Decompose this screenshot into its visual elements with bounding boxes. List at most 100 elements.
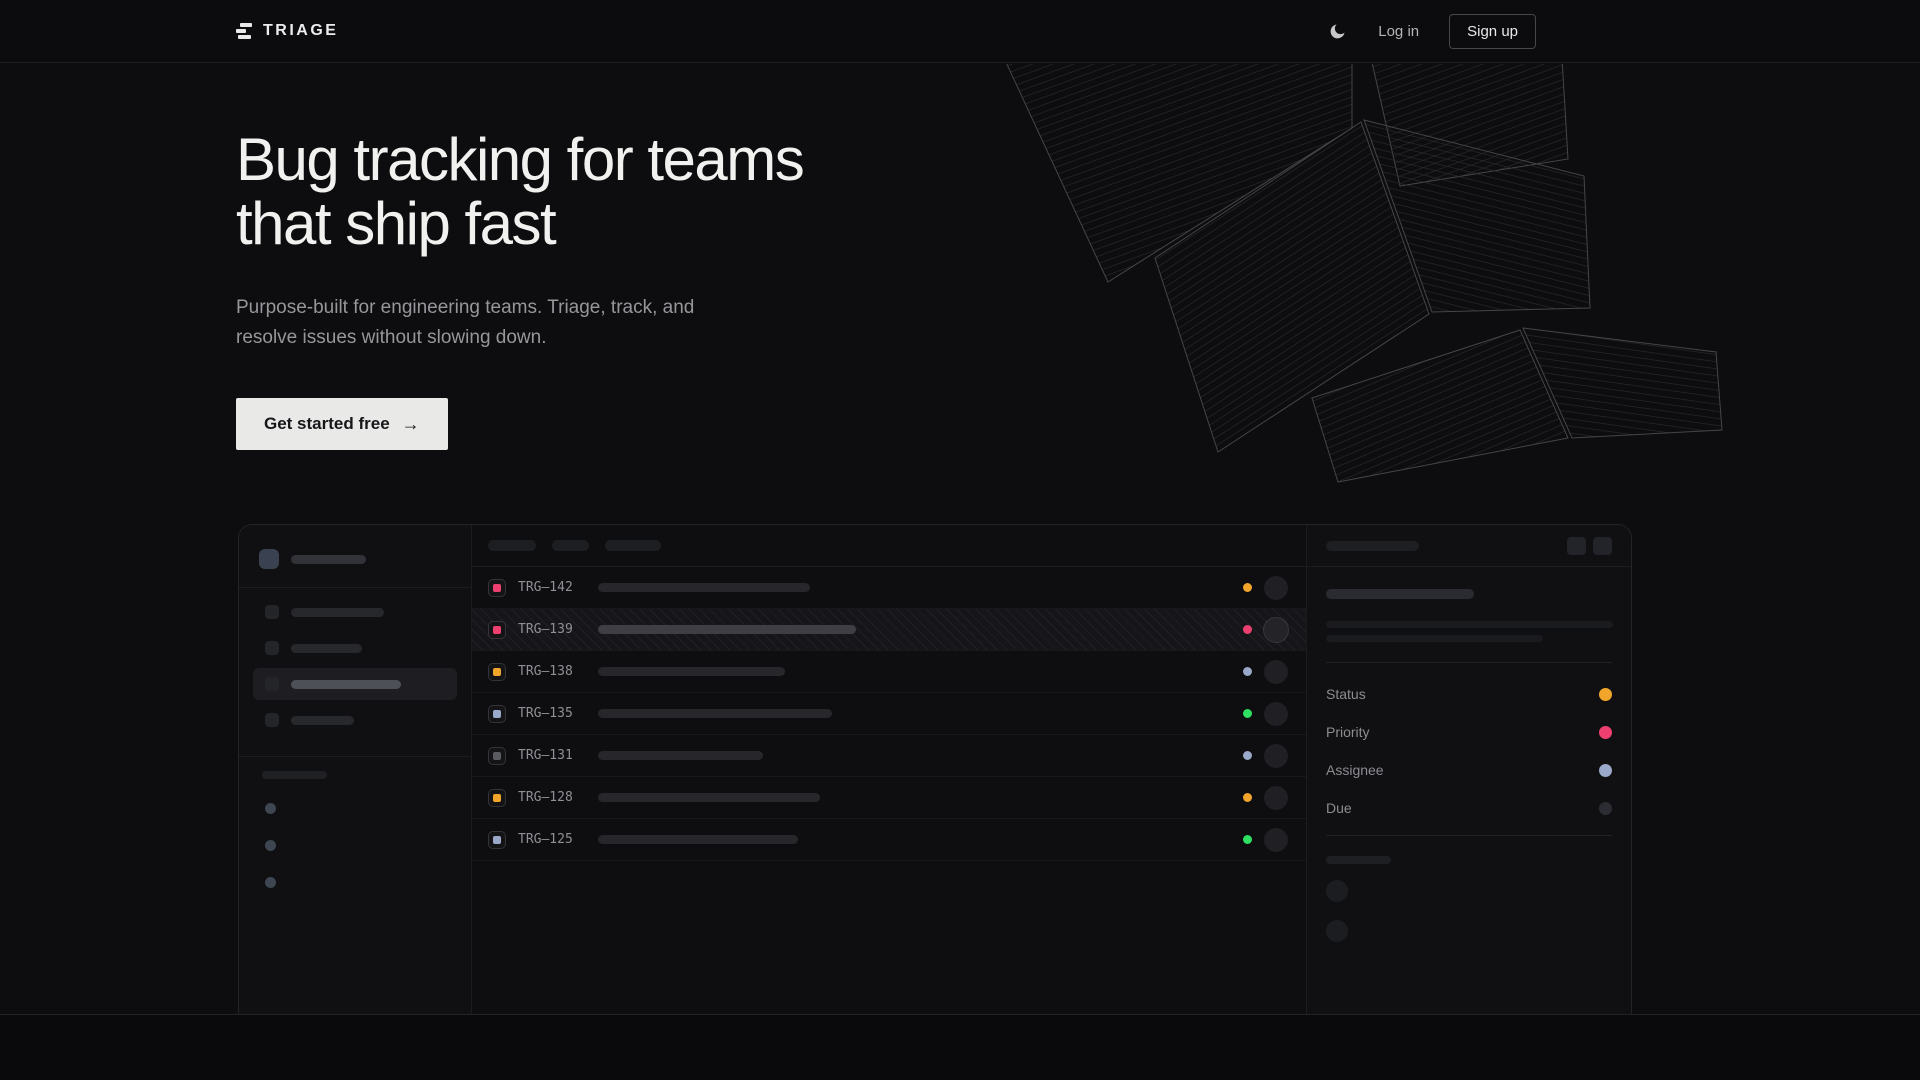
status-dot bbox=[1243, 751, 1252, 760]
app-preview-mockup: TRG–142 TRG–139 TRG–138 TRG–135 TRG–131 bbox=[238, 524, 1632, 1014]
sidebar-nav-item[interactable] bbox=[253, 632, 457, 664]
assignee-avatar bbox=[1264, 659, 1288, 684]
skeleton-bar bbox=[291, 715, 354, 725]
get-started-button[interactable]: Get started free → bbox=[236, 398, 448, 450]
assignee-avatar bbox=[1264, 701, 1288, 726]
divider bbox=[239, 756, 471, 757]
status-dot bbox=[1243, 835, 1252, 844]
dark-mode-toggle[interactable] bbox=[1326, 20, 1348, 42]
assignee-avatar bbox=[1264, 785, 1288, 810]
issue-id: TRG–131 bbox=[518, 748, 573, 763]
nav-icon-placeholder bbox=[265, 713, 279, 727]
property-row-assignee[interactable]: Assignee bbox=[1326, 762, 1612, 778]
property-row-due[interactable]: Due bbox=[1326, 800, 1612, 816]
divider bbox=[1326, 662, 1612, 663]
skeleton-bar bbox=[291, 643, 362, 653]
skeleton-bar bbox=[291, 679, 401, 689]
moon-icon bbox=[1330, 24, 1345, 38]
property-label: Status bbox=[1326, 686, 1366, 702]
property-row-status[interactable]: Status bbox=[1326, 686, 1612, 702]
cta-label: Get started free bbox=[264, 414, 390, 433]
skeleton-line bbox=[1326, 635, 1543, 642]
skeleton-bar bbox=[1326, 540, 1419, 551]
activity-avatar-list bbox=[1326, 880, 1612, 942]
issue-id: TRG–139 bbox=[518, 622, 573, 637]
issue-type-icon bbox=[488, 704, 506, 723]
arrow-right-icon: → bbox=[401, 413, 420, 434]
skeleton-bar bbox=[598, 709, 832, 718]
issue-type-icon bbox=[488, 620, 506, 639]
issue-row-selected[interactable]: TRG–139 bbox=[472, 609, 1306, 651]
issue-type-icon bbox=[488, 788, 506, 807]
page-title: Bug tracking for teams that ship fast bbox=[236, 126, 805, 257]
skeleton-bar bbox=[598, 793, 820, 802]
priority-value-dot bbox=[1599, 725, 1612, 739]
issue-type-icon bbox=[488, 746, 506, 765]
hero-subtitle: Purpose-built for engineering teams. Tri… bbox=[236, 297, 695, 348]
sidebar-dot-list bbox=[265, 803, 471, 888]
mockup-sidebar bbox=[239, 525, 472, 1014]
detail-header bbox=[1307, 525, 1631, 567]
issue-id: TRG–135 bbox=[518, 706, 573, 721]
filter-pill-placeholder[interactable] bbox=[605, 540, 661, 551]
dot-placeholder bbox=[265, 803, 276, 814]
workspace-switcher[interactable] bbox=[239, 547, 471, 571]
skeleton-bar bbox=[598, 625, 856, 634]
issue-id: TRG–142 bbox=[518, 580, 573, 595]
issue-list: TRG–142 TRG–139 TRG–138 TRG–135 TRG–131 bbox=[472, 525, 1307, 1014]
assignee-value-dot bbox=[1599, 763, 1612, 777]
sidebar-nav-item[interactable] bbox=[253, 704, 457, 736]
skeleton-bar bbox=[291, 607, 384, 617]
workspace-avatar bbox=[259, 549, 279, 569]
property-row-priority[interactable]: Priority bbox=[1326, 724, 1612, 740]
dot-placeholder bbox=[265, 840, 276, 851]
issue-type-icon bbox=[488, 830, 506, 849]
skeleton-bar bbox=[598, 667, 785, 676]
avatar bbox=[1326, 880, 1348, 902]
detail-action-button[interactable] bbox=[1567, 536, 1586, 555]
property-label: Assignee bbox=[1326, 762, 1384, 778]
brand-logo[interactable]: TRIAGE bbox=[236, 22, 338, 40]
skeleton-bar bbox=[598, 583, 810, 592]
signup-button[interactable]: Sign up bbox=[1449, 13, 1536, 49]
detail-action-button[interactable] bbox=[1593, 536, 1612, 555]
skeleton-section-label bbox=[1326, 856, 1391, 864]
assignee-avatar bbox=[1264, 827, 1288, 852]
status-value-dot bbox=[1599, 687, 1612, 701]
issue-row[interactable]: TRG–135 bbox=[472, 693, 1306, 735]
nav-icon-placeholder bbox=[265, 605, 279, 619]
issue-row[interactable]: TRG–128 bbox=[472, 777, 1306, 819]
property-label: Due bbox=[1326, 800, 1352, 816]
divider bbox=[1326, 835, 1612, 836]
issue-row[interactable]: TRG–142 bbox=[472, 567, 1306, 609]
skeleton-bar bbox=[598, 751, 763, 760]
issue-detail-panel: Status Priority Assignee Due bbox=[1307, 525, 1631, 1014]
sidebar-nav-item-active[interactable] bbox=[253, 668, 457, 700]
filter-pill-placeholder[interactable] bbox=[488, 540, 536, 551]
status-dot bbox=[1243, 625, 1252, 634]
skeleton-line bbox=[1326, 621, 1613, 628]
nav-icon-placeholder bbox=[265, 677, 279, 691]
next-section-band bbox=[0, 1014, 1920, 1080]
title-line-2: that ship fast bbox=[236, 190, 557, 257]
assignee-avatar bbox=[1264, 617, 1288, 642]
sidebar-nav bbox=[239, 596, 471, 736]
assignee-avatar bbox=[1264, 575, 1288, 600]
title-line-1: Bug tracking for teams bbox=[236, 126, 805, 193]
avatar bbox=[1326, 920, 1348, 942]
issue-row[interactable]: TRG–125 bbox=[472, 819, 1306, 861]
issue-row[interactable]: TRG–131 bbox=[472, 735, 1306, 777]
issue-list-header bbox=[472, 525, 1306, 567]
issue-row[interactable]: TRG–138 bbox=[472, 651, 1306, 693]
issue-id: TRG–125 bbox=[518, 832, 573, 847]
skeleton-bar bbox=[291, 554, 366, 564]
login-link[interactable]: Log in bbox=[1378, 22, 1420, 40]
sidebar-nav-item[interactable] bbox=[253, 596, 457, 628]
status-dot bbox=[1243, 793, 1252, 802]
divider bbox=[239, 587, 471, 588]
status-dot bbox=[1243, 667, 1252, 676]
brand-name: TRIAGE bbox=[263, 22, 339, 39]
triage-logo-icon bbox=[236, 23, 252, 39]
skeleton-bar bbox=[598, 835, 798, 844]
filter-pill-placeholder[interactable] bbox=[552, 540, 589, 551]
